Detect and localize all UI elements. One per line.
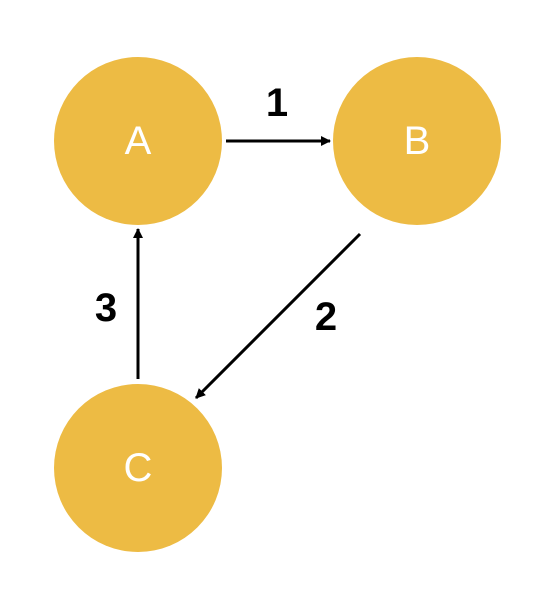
edge-label-3: 3 (95, 286, 117, 330)
edge-label-2: 2 (315, 295, 337, 339)
edge-c-to-a: 3 (95, 228, 143, 379)
node-c: C (54, 384, 222, 552)
node-label-b: B (404, 119, 431, 163)
node-label-a: A (125, 119, 152, 163)
edge-line-b-c (194, 232, 362, 400)
node-circle-b (333, 57, 501, 225)
edge-label-1: 1 (266, 81, 288, 125)
node-label-c: C (124, 446, 153, 490)
node-circle-a (54, 57, 222, 225)
node-b: B (333, 57, 501, 225)
edge-a-to-b: 1 (226, 81, 331, 146)
node-circle-c (54, 384, 222, 552)
edge-b-to-c: 2 (194, 232, 362, 400)
node-a: A (54, 57, 222, 225)
